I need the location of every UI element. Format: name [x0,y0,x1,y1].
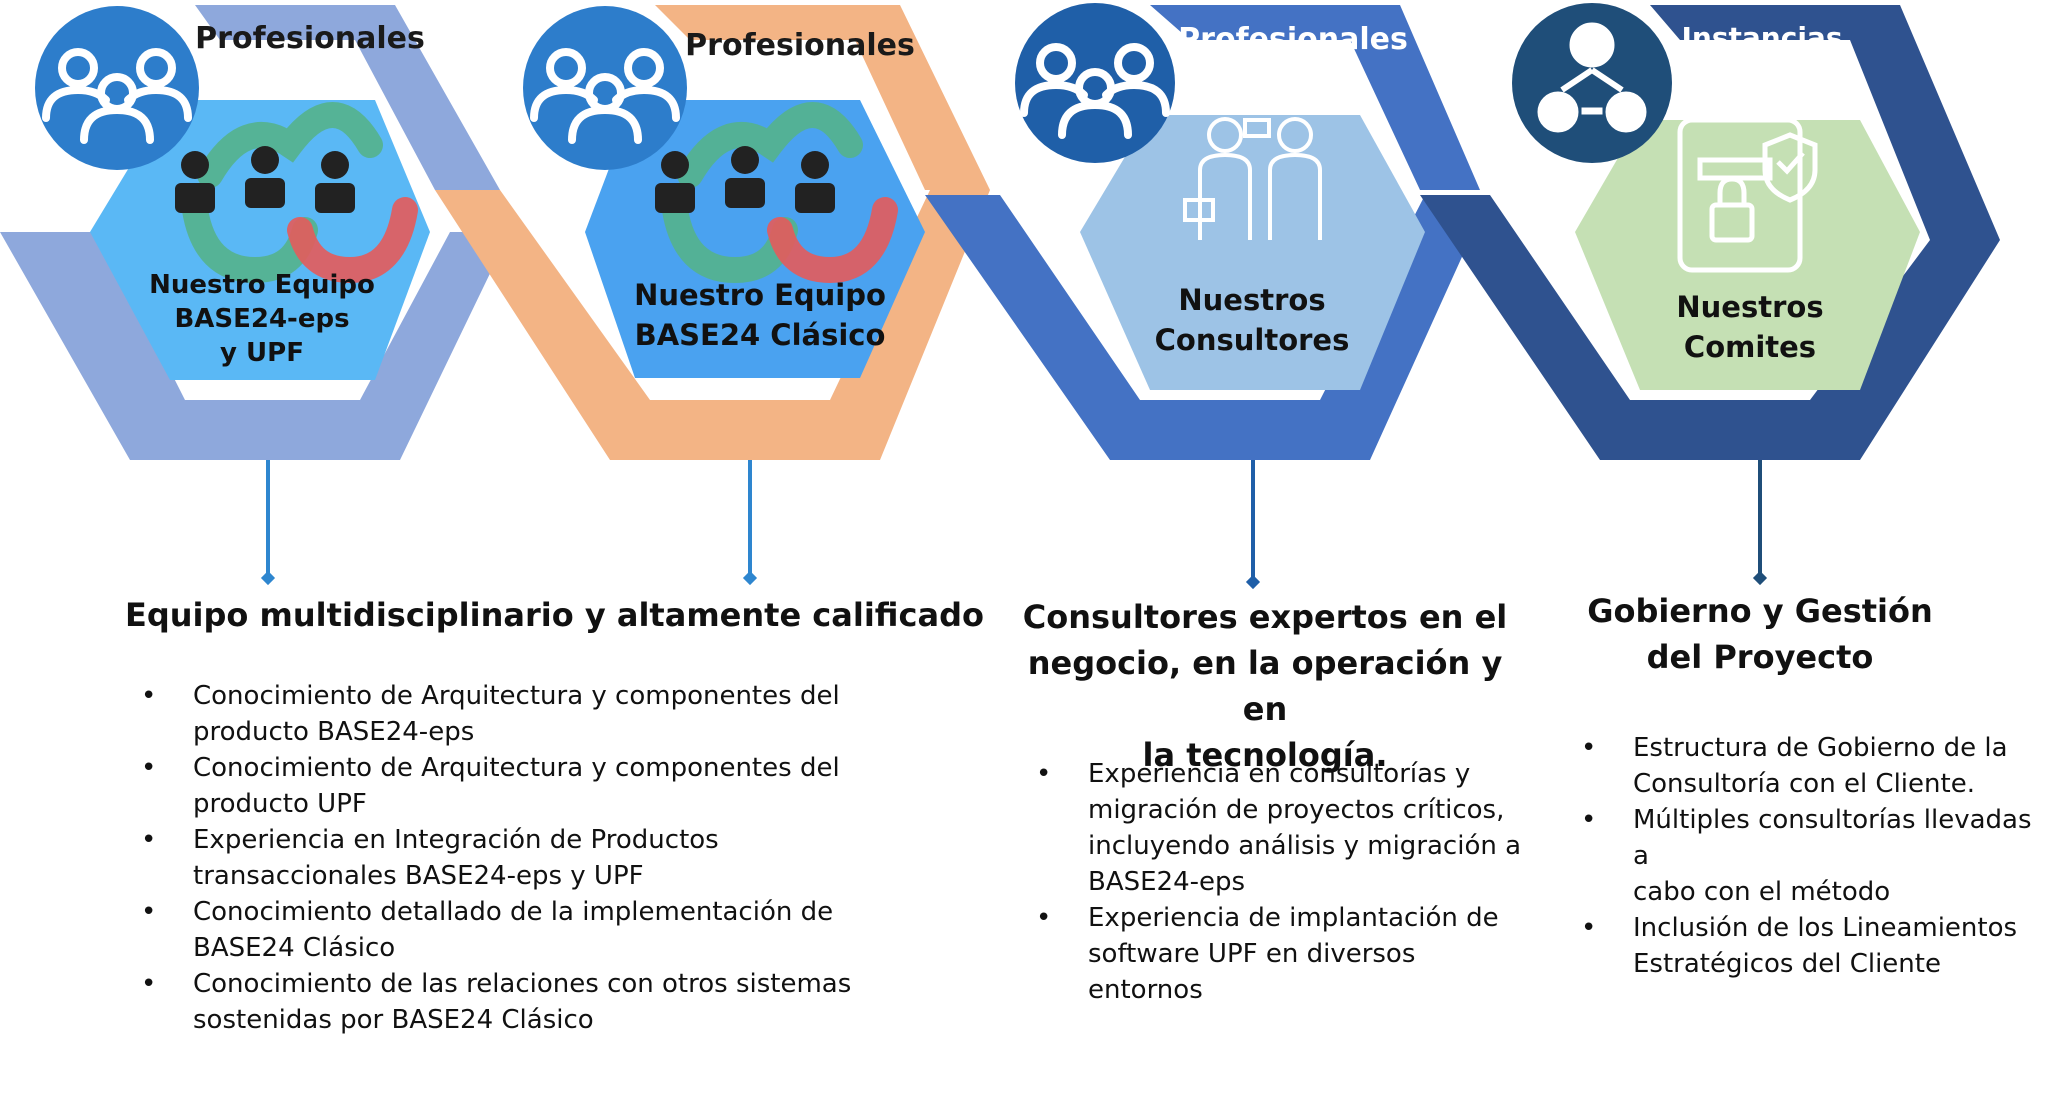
hex-title-line: y UPF [220,338,304,368]
bullet-item: Conocimiento de Arquitectura y component… [135,750,895,822]
bullet-item: Experiencia de implantación de software U… [1030,900,1530,1008]
bullet-item: Conocimiento de Arquitectura y component… [135,678,895,750]
badge-2 [523,6,687,170]
chevron-band-3 [1150,5,1480,190]
bullet-line: transaccionales BASE24-eps y UPF [193,861,644,891]
section-heading-line: del Proyecto [1646,638,1874,676]
category-label-2: Profesionales [685,28,915,63]
bullet-line: Conocimiento de Arquitectura y component… [193,681,840,711]
connector-1 [260,460,276,586]
consultants-icon [1183,117,1322,240]
bullet-line: Inclusión de los Lineamientos [1633,913,2018,943]
bullet-line: migración de proyectos críticos, [1088,795,1505,825]
bullet-line: sostenidas por BASE24 Clásico [193,1005,594,1035]
bullet-line: producto UPF [193,789,367,819]
section-bullets-1: Conocimiento de Arquitectura y component… [135,678,895,1038]
bullet-item: Experiencia en Integración de Productos t… [135,822,895,894]
section-heading-1: Equipo multidisciplinario y altamente ca… [125,592,1025,638]
bullet-item: Experiencia en consultorías y migración d… [1030,756,1530,900]
team-network-icon [655,102,898,284]
bullet-line: software UPF en diversos [1088,939,1416,969]
hex-title-line: Consultores [1155,323,1350,357]
team-network-icon [175,102,418,284]
chevron-band-4 [1650,5,2000,240]
connector-3 [1245,460,1261,590]
badge-4 [1512,3,1672,163]
bullet-line: Experiencia en consultorías y [1088,759,1471,789]
category-label-1: Profesionales [195,21,425,56]
connector-2 [742,460,758,586]
bullet-line: cabo con el método [1633,877,1891,907]
hex-title-line: Nuestros [1676,290,1823,324]
chevron-band-3-lower [925,195,1490,460]
section-heading-line: Consultores expertos en el [1022,598,1508,636]
secure-phone-icon [1677,117,1818,273]
bullet-line: Múltiples consultorías llevadas a [1633,805,2032,871]
hex-title-line: Nuestro Equipo [634,278,886,312]
bullet-line: producto BASE24-eps [193,717,475,747]
bullet-line: Conocimiento de las relaciones con otros… [193,969,852,999]
hexagon-4 [1575,120,1920,390]
bullet-line: Consultoría con el Cliente. [1633,769,1975,799]
section-heading-2: Consultores expertos en el negocio, en la… [1010,594,1520,778]
chevron-band-2 [655,5,990,190]
bullet-line: Estructura de Gobierno de la [1633,733,2008,763]
bullet-line: Conocimiento detallado de la implementac… [193,897,834,927]
bullet-item: Conocimiento de las relaciones con otros… [135,966,895,1038]
section-heading-line: negocio, en la operación y en [1027,644,1503,728]
hex-title-line: Nuestros [1178,283,1325,317]
badge-1 [35,6,199,170]
section-heading-3: Gobierno y Gestión del Proyecto [1560,588,1960,680]
section-heading-line: Equipo multidisciplinario y altamente ca… [125,596,984,634]
bullet-item: Múltiples consultorías llevadas a cabo co… [1575,802,2045,910]
hex-title-line: Comites [1684,330,1816,364]
bullet-item: Estructura de Gobierno de la Consultoría … [1575,730,2045,802]
chevron-band-2-lower [435,190,990,460]
bullet-line: BASE24-eps [1088,867,1246,897]
org-hierarchy-icon [1537,22,1647,133]
bullet-line: incluyendo análisis y migración a [1088,831,1522,861]
people-group-icon [42,48,192,144]
category-label-4: Instancias [1682,21,1843,54]
bullet-line: Experiencia de implantación de [1088,903,1499,933]
bullet-item: Inclusión de los LineamientosEstratégico… [1575,910,2045,982]
category-label-3: Profesionales [1178,22,1408,57]
hex-title-line: Nuestro Equipo [149,270,375,300]
section-bullets-3: Estructura de Gobierno de la Consultoría … [1575,730,2045,982]
bullet-line: Experiencia en Integración de Productos [193,825,719,855]
chevron-band-4-lower [1420,195,2000,460]
bullet-line: entornos [1088,975,1203,1005]
badge-3 [1015,3,1175,163]
chevron-band-1 [195,5,500,190]
people-group-icon [1020,43,1170,139]
bullet-line: Conocimiento de Arquitectura y component… [193,753,840,783]
bullet-line: Estratégicos del Cliente [1633,949,1941,979]
hex-title-line: BASE24 Clásico [635,318,886,352]
people-group-icon [530,48,680,144]
bullet-line: BASE24 Clásico [193,933,396,963]
section-bullets-2: Experiencia en consultorías y migración d… [1030,756,1530,1008]
connector-4 [1752,460,1768,586]
section-heading-line: Gobierno y Gestión [1587,592,1933,630]
bullet-item: Conocimiento detallado de la implementac… [135,894,895,966]
hexagon-3 [1080,115,1425,390]
hex-title-line: BASE24-eps [174,304,349,334]
